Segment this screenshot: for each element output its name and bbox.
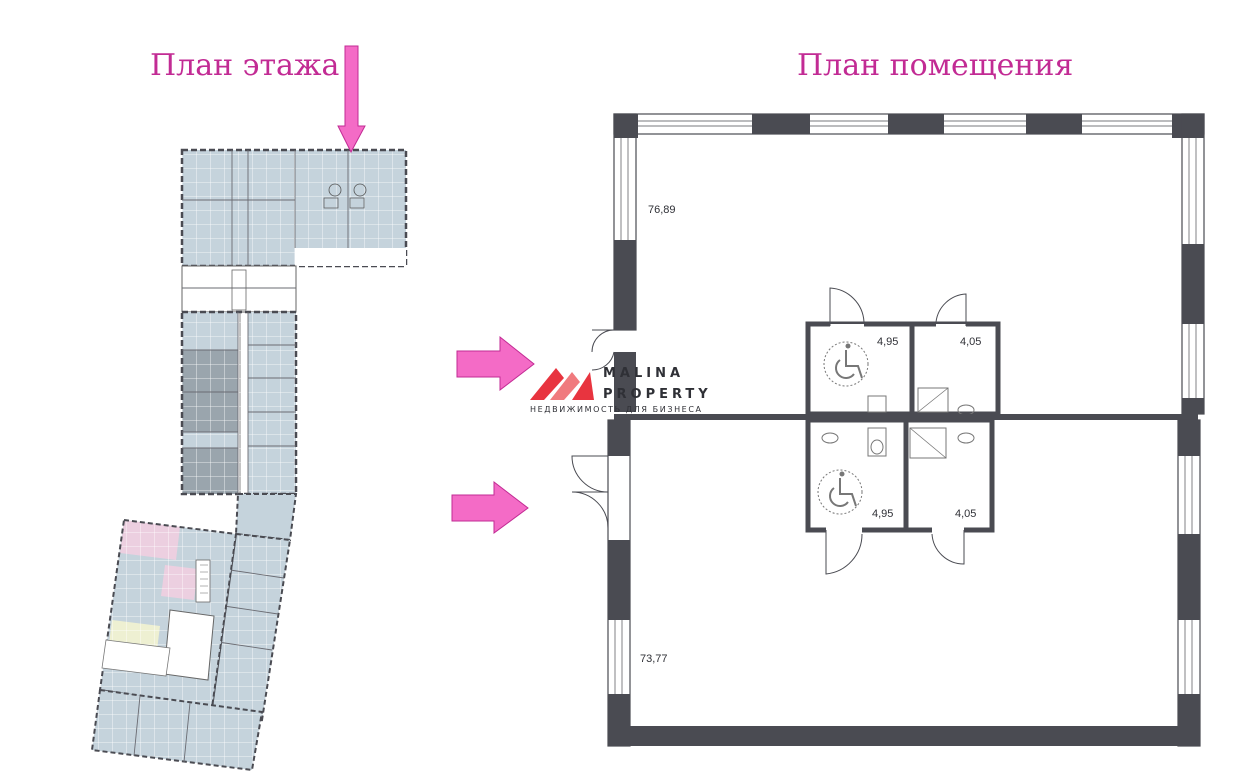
wheelchair-icon	[823, 341, 869, 387]
shower-icon	[909, 427, 947, 459]
right-arrow-icon	[456, 335, 535, 392]
upper-unit: 76,89 4,95 4,05	[591, 113, 1205, 420]
wheelchair-icon	[817, 469, 863, 515]
toilet-icon	[867, 427, 887, 457]
lower-main-area: 73,77	[640, 653, 668, 665]
watermark-line1: MALINA	[603, 366, 684, 381]
watermark-tagline: НЕДВИЖИМОСТЬ ДЛЯ БИЗНЕСА	[530, 405, 703, 414]
sink-icon	[957, 432, 975, 444]
toilet-icon	[867, 395, 887, 413]
top-block	[180, 148, 408, 268]
sink-icon	[821, 432, 839, 444]
shower-icon	[917, 387, 949, 413]
connector-block	[234, 493, 298, 542]
upper-wc-right-area: 4,05	[960, 336, 981, 348]
malina-logo-icon	[530, 368, 594, 400]
upper-wc-left-area: 4,95	[877, 336, 898, 348]
building-floor-plan	[90, 148, 408, 772]
middle-block	[180, 310, 298, 496]
lower-wc-left-area: 4,95	[872, 508, 893, 520]
room-plan-title: План помещения	[797, 48, 1074, 83]
down-arrow-icon	[337, 45, 366, 154]
floor-plan-title: План этажа	[150, 48, 340, 83]
room-plan: 76,89 4,95 4,05	[571, 113, 1205, 747]
upper-main-area: 76,89	[648, 204, 676, 216]
watermark: MALINA PROPERTY НЕДВИЖИМОСТЬ ДЛЯ БИЗНЕСА	[530, 366, 712, 414]
lower-wc-right-area: 4,05	[955, 508, 976, 520]
right-arrow-icon	[451, 480, 529, 534]
bottom-left-block	[98, 518, 238, 710]
bottom-block	[90, 688, 264, 772]
lower-unit: 4,95 4,05 73,77	[571, 417, 1201, 747]
watermark-line2: PROPERTY	[603, 387, 712, 402]
